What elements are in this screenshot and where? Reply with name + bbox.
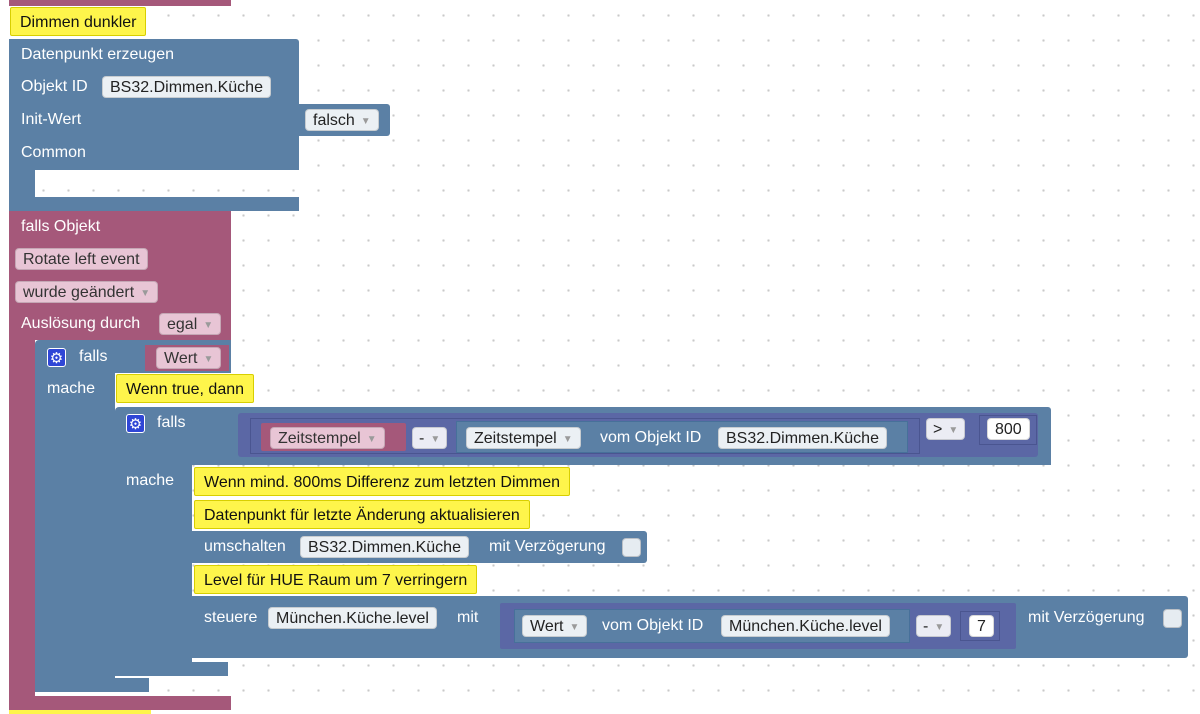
init-value-dropdown[interactable]: falsch ▼ [305,109,379,131]
comment-wenn-true[interactable]: Wenn true, dann [116,374,255,403]
control-target-field[interactable]: München.Küche.level [268,607,437,629]
control-label: steuere [204,609,258,626]
control-delay-checkbox[interactable] [1163,609,1182,628]
chevron-down-icon: ▼ [360,116,371,127]
trigger-bottom [9,696,231,710]
init-value-text: falsch [313,112,355,129]
comment-dimmen-dunkler[interactable]: Dimmen dunkler [10,7,147,36]
ausloesung-text: egal [167,316,198,333]
toggle-delay-label: mit Verzögerung [489,538,606,555]
objekt-id-field[interactable]: BS32.Dimmen.Küche [102,76,271,98]
toggle-label: umschalten [204,538,286,555]
chevron-down-icon: ▼ [430,434,441,445]
comment-wenn-800ms[interactable]: Wenn mind. 800ms Differenz zum letzten D… [194,467,570,496]
chevron-down-icon: ▼ [948,425,959,436]
outer-if-mache-label: mache [47,380,96,397]
trigger-condition-dropdown[interactable]: wurde geändert ▼ [15,281,159,303]
inner-if-falls-label: falls [157,414,186,431]
objekt-id-label: Objekt ID [21,78,88,95]
vom-objekt-field[interactable]: BS32.Dimmen.Küche [718,427,887,449]
timestamp-right-text: Zeitstempel [474,430,557,447]
chevron-down-icon: ▼ [203,320,214,331]
chevron-down-icon: ▼ [366,434,377,445]
control-minus-operator-text: - [923,618,929,635]
outer-if-condition-dropdown[interactable]: Wert ▼ [156,347,222,369]
outer-if-bottom [35,678,149,692]
inner-if-bottom [115,662,228,676]
chevron-down-icon: ▼ [934,622,945,633]
compare-operator-dropdown[interactable]: >▼ [926,418,966,440]
vom-objekt-label: vom Objekt ID [600,429,702,446]
timestamp-left-text: Zeitstempel [278,430,361,447]
outer-if-arm [35,372,115,679]
trigger-arm [9,339,35,697]
create-state-block[interactable] [9,39,299,170]
init-wert-label: Init-Wert [21,111,82,128]
control-vom-objekt-label: vom Objekt ID [602,617,704,634]
trigger-next-stub [9,710,151,714]
timestamp-left-dropdown[interactable]: Zeitstempel ▼ [270,427,385,449]
toggle-delay-checkbox[interactable] [622,538,641,557]
compare-operator-text: > [933,421,943,438]
create-state-title: Datenpunkt erzeugen [21,46,174,63]
control-vom-objekt-field[interactable]: München.Küche.level [721,615,890,637]
minus-operator-text: - [419,430,425,447]
chevron-down-icon: ▼ [562,434,573,445]
control-mit-label: mit [457,609,479,626]
chevron-down-icon: ▼ [569,622,580,633]
ausloesung-label: Auslösung durch [21,315,141,332]
timestamp-right-dropdown[interactable]: Zeitstempel ▼ [466,427,581,449]
outer-if-falls-label: falls [79,348,108,365]
gear-icon[interactable]: ⚙ [126,414,145,433]
comment-level-hue[interactable]: Level für HUE Raum um 7 verringern [194,565,478,594]
minus-operator-dropdown[interactable]: -▼ [412,427,448,449]
control-value-text: Wert [530,618,564,635]
number-800-field[interactable]: 800 [987,418,1030,440]
control-minus-operator-dropdown[interactable]: -▼ [916,615,952,637]
ausloesung-dropdown[interactable]: egal ▼ [159,313,222,335]
inner-if-mache-label: mache [126,472,175,489]
outer-if-condition-text: Wert [164,350,198,367]
number-7-field[interactable]: 7 [969,615,994,637]
toggle-target-field[interactable]: BS32.Dimmen.Küche [300,536,469,558]
trigger-object-field[interactable]: Rotate left event [15,248,148,270]
chevron-down-icon: ▼ [140,288,151,299]
gear-icon[interactable]: ⚙ [47,348,66,367]
comment-datenpunkt-aktualisieren[interactable]: Datenpunkt für letzte Änderung aktualisi… [194,500,530,529]
create-state-bottom [9,197,299,211]
control-delay-label: mit Verzögerung [1028,609,1145,626]
common-label: Common [21,144,86,161]
inner-if-arm [115,464,192,664]
control-value-dropdown[interactable]: Wert ▼ [522,615,588,637]
chevron-down-icon: ▼ [203,354,214,365]
previous-block-stub [9,0,231,6]
create-state-arm [9,170,35,198]
trigger-title: falls Objekt [21,218,101,235]
trigger-condition-text: wurde geändert [23,284,135,301]
